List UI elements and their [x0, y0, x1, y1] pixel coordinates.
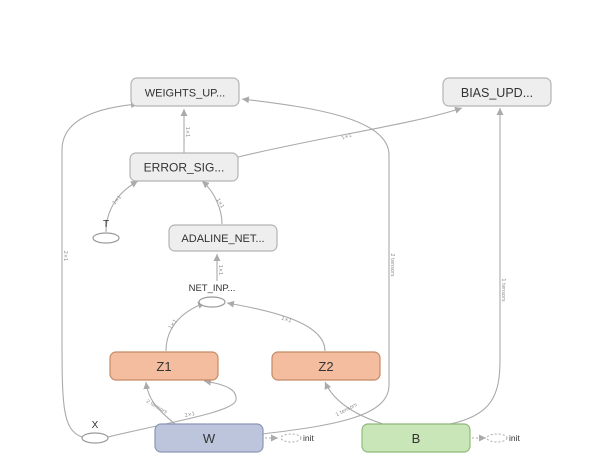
node-b-init-label: init: [509, 433, 521, 443]
edge-label-err-bias: 1×1: [341, 133, 353, 142]
edge-label-x-z1: 2×1: [184, 411, 196, 419]
edge-z1-to-net: [165, 302, 206, 352]
edge-w-to-weights-update: [241, 96, 390, 435]
node-net-input-label: NET_INP...: [189, 283, 236, 294]
node-adaline-net[interactable]: ADALINE_NET...: [168, 224, 278, 252]
edge-label-adaline-err: 1×1: [215, 197, 225, 209]
edge-z2-to-net: [226, 300, 326, 352]
node-weights-update-label: WEIGHTS_UP...: [145, 88, 225, 100]
edge-label-w-z1: 2 tensors: [145, 399, 169, 416]
node-z2[interactable]: Z2: [271, 351, 381, 381]
edge-x-to-weights-update: [61, 101, 139, 438]
node-error-signal[interactable]: ERROR_SIG...: [129, 152, 239, 182]
edge-w-to-z1: [143, 381, 176, 425]
node-b-init[interactable]: init: [486, 433, 521, 443]
node-z2-label: Z2: [318, 359, 333, 374]
edge-label-z1-net: 1×1: [168, 318, 179, 330]
node-b-label: B: [412, 431, 421, 446]
node-net-input[interactable]: NET_INP...: [189, 283, 236, 308]
node-w-label: W: [203, 431, 216, 446]
node-t[interactable]: T: [92, 219, 120, 244]
edge-b-to-z2: [324, 381, 384, 425]
node-w[interactable]: W: [154, 423, 264, 453]
edge-label-z2-net: 1×1: [280, 316, 292, 325]
node-z1-label: Z1: [156, 359, 171, 374]
node-x-label: X: [92, 420, 99, 431]
node-w-init[interactable]: init: [280, 433, 315, 443]
edge-b-to-bias-update: [449, 108, 504, 425]
edge-label-t-err: 1×1: [111, 194, 123, 206]
edge-label-net-adaline: 1×1: [217, 265, 223, 276]
node-b[interactable]: B: [361, 423, 471, 453]
edge-adaline-to-error: [201, 180, 223, 225]
edge-x-to-z1: [107, 378, 237, 438]
node-t-label: T: [103, 219, 109, 230]
edge-label-err-weights: 1×1: [184, 127, 190, 138]
edge-error-to-bias-update: [237, 106, 463, 158]
node-adaline-net-label: ADALINE_NET...: [181, 233, 264, 245]
edge-label-w-weights: 2 tensors: [389, 253, 395, 277]
node-weights-update[interactable]: WEIGHTS_UP...: [130, 77, 240, 107]
edge-label-b-z2: 1 tensors: [335, 402, 359, 418]
node-x[interactable]: X: [81, 420, 109, 444]
edges: [61, 96, 504, 442]
node-z1[interactable]: Z1: [109, 351, 219, 381]
node-w-init-label: init: [303, 433, 315, 443]
edge-label-x-weights: 2×1: [62, 251, 68, 262]
edge-t-to-error: [105, 180, 139, 233]
node-error-signal-label: ERROR_SIG...: [144, 161, 225, 175]
node-bias-update[interactable]: BIAS_UPD...: [442, 77, 552, 107]
node-bias-update-label: BIAS_UPD...: [461, 86, 533, 100]
edge-label-b-bias: 1 tensors: [500, 278, 506, 302]
